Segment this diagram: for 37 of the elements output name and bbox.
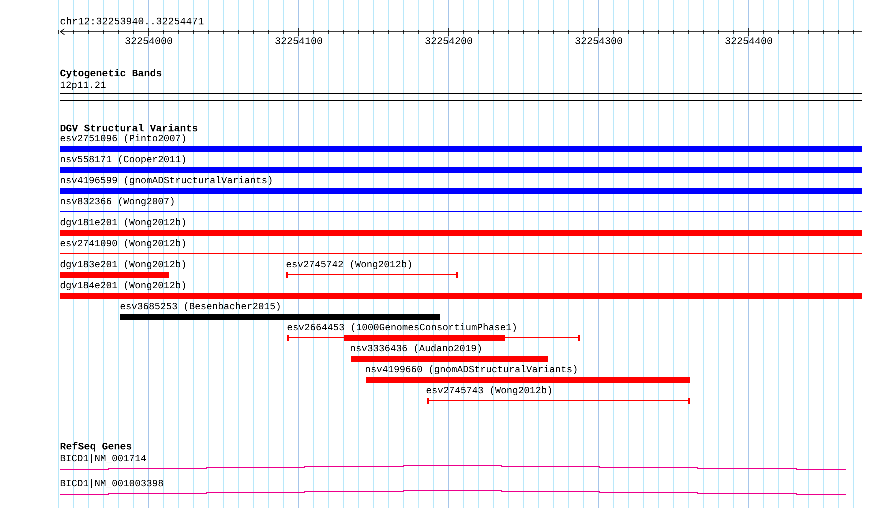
gene-feature: BICD1|NM_001714 bbox=[60, 454, 847, 470]
variant-feature: esv2664453 (1000GenomesConsortiumPhase1) bbox=[287, 324, 580, 341]
tick-label: 32254300 bbox=[576, 38, 622, 44]
variant-feature: nsv558171 (Cooper2011) bbox=[60, 156, 862, 173]
variant-feature: esv2741090 (Wong2012b) bbox=[60, 240, 863, 254]
cytoband-feature: 12p11.21 bbox=[60, 82, 863, 102]
tick-label: 32254100 bbox=[276, 38, 322, 44]
variant-feature: nsv832366 (Wong2007) bbox=[60, 198, 863, 212]
variant-feature: esv3685253 (Besenbacher2015) bbox=[120, 302, 440, 320]
track-heading: DGV Structural Variants bbox=[60, 124, 198, 132]
node-label: dgv184e201 (Wong2012b) bbox=[60, 282, 186, 290]
variant-feature: esv2745743 (Wong2012b) bbox=[426, 386, 690, 404]
tick-label: 32254400 bbox=[726, 38, 772, 44]
region-label: chr12:32253940..32254471 bbox=[60, 17, 204, 25]
node-label: esv2745742 (Wong2012b) bbox=[286, 260, 412, 270]
variant-feature: dgv183e201 (Wong2012b) bbox=[60, 260, 186, 278]
node-label: nsv558171 (Cooper2011) bbox=[61, 156, 186, 164]
node-label: nsv4196599 (gnomADStructuralVariants) bbox=[61, 176, 272, 186]
node-label: dgv183e201 (Wong2012b) bbox=[60, 260, 186, 270]
variant-feature: dgv184e201 (Wong2012b) bbox=[60, 282, 862, 299]
variant-feature: esv2751096 (Pinto2007) bbox=[60, 134, 862, 152]
node-label: dgv181e201 (Wong2012b) bbox=[60, 218, 186, 228]
node-label: nsv4199660 (gnomADStructuralVariants) bbox=[366, 366, 577, 374]
variant-feature: dgv181e201 (Wong2012b) bbox=[60, 218, 862, 236]
track-heading: RefSeq Genes bbox=[60, 442, 132, 452]
node-label: esv3685253 (Besenbacher2015) bbox=[120, 302, 280, 312]
node-label: nsv3336436 (Audano2019) bbox=[351, 344, 482, 354]
variant-feature: esv2745742 (Wong2012b) bbox=[286, 260, 458, 278]
variant-feature: nsv3336436 (Audano2019) bbox=[351, 344, 548, 362]
tick-label: 32254000 bbox=[126, 38, 172, 44]
node-label: esv2751096 (Pinto2007) bbox=[60, 134, 186, 144]
variant-feature: nsv4196599 (gnomADStructuralVariants) bbox=[60, 176, 862, 194]
node-label: esv2745743 (Wong2012b) bbox=[426, 386, 552, 396]
gene-feature: BICD1|NM_001003398 bbox=[60, 480, 847, 496]
variant-feature: nsv4199660 (gnomADStructuralVariants) bbox=[366, 366, 690, 383]
tick-label: 32254200 bbox=[426, 38, 472, 44]
node-label: esv2664453 (1000GenomesConsortiumPhase1) bbox=[288, 324, 516, 332]
